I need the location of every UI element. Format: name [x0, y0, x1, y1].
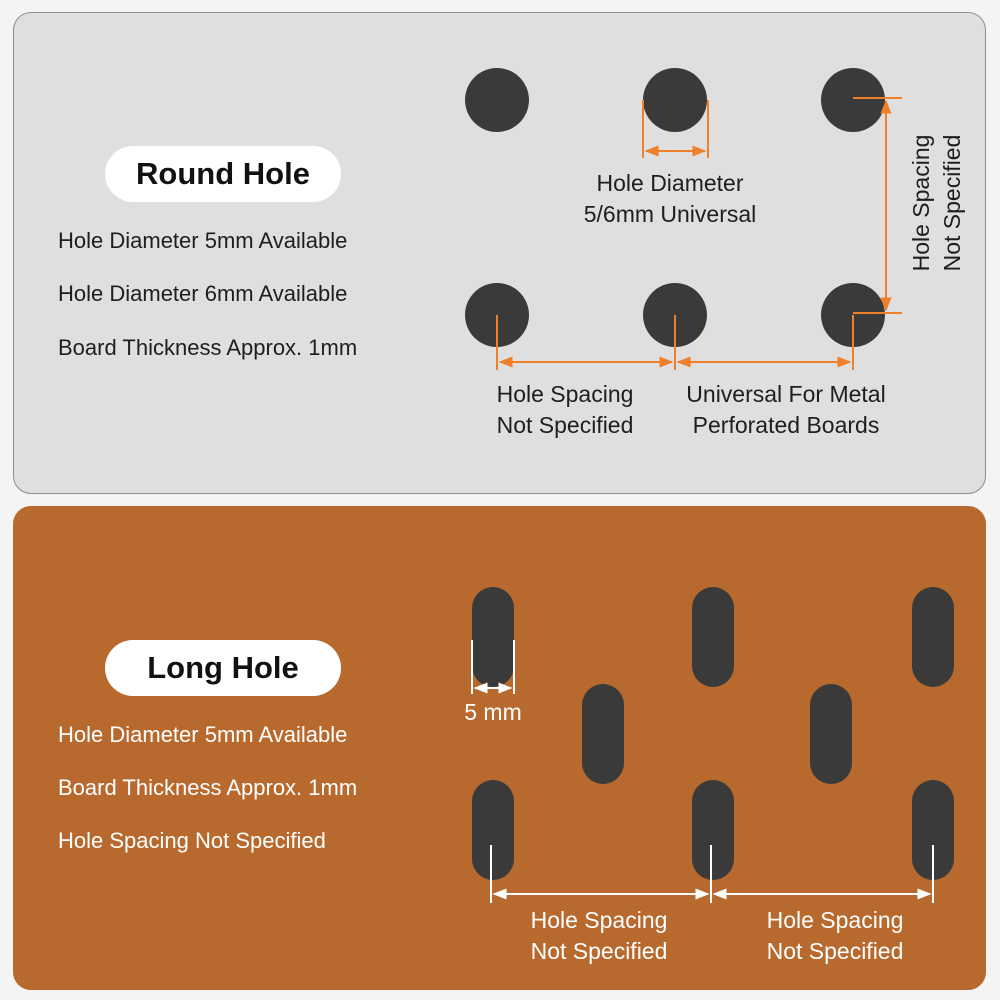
- long-hole: [912, 780, 954, 880]
- round-spec-3: Board Thickness Approx. 1mm: [58, 335, 358, 360]
- long-hole: [692, 780, 734, 880]
- long-hole: [472, 780, 514, 880]
- diameter-annotation-line2: 5/6mm Universal: [583, 201, 757, 227]
- long-spacing-right-line1: Hole Spacing: [766, 907, 904, 933]
- long-hole: [472, 587, 514, 687]
- universal-annotation-line2: Perforated Boards: [692, 412, 880, 438]
- long-spacing-left-annotation: Hole Spacing Not Specified: [504, 905, 694, 967]
- horizontal-spacing-annotation-line2: Not Specified: [496, 412, 634, 438]
- diameter-annotation: Hole Diameter 5/6mm Universal: [560, 168, 780, 230]
- horizontal-spacing-dimension-line: [496, 315, 854, 370]
- long-hole: [582, 684, 624, 784]
- horizontal-spacing-annotation: Hole Spacing Not Specified: [470, 379, 660, 441]
- long-spacing-right-line2: Not Specified: [766, 938, 904, 964]
- long-hole-title: Long Hole: [105, 640, 341, 696]
- round-spec-1: Hole Diameter 5mm Available: [58, 228, 348, 253]
- round-hole: [821, 68, 885, 132]
- long-spec-3: Hole Spacing Not Specified: [58, 828, 326, 853]
- long-spacing-left-line2: Not Specified: [530, 938, 668, 964]
- round-hole: [643, 68, 707, 132]
- long-hole: [692, 587, 734, 687]
- width-dimension-line: [471, 640, 515, 694]
- universal-annotation-line1: Universal For Metal: [686, 381, 886, 407]
- round-spec-2: Hole Diameter 6mm Available: [58, 281, 348, 306]
- long-spacing-dimension-line: [490, 845, 934, 903]
- diameter-annotation-line1: Hole Diameter: [596, 170, 744, 196]
- long-hole: [912, 587, 954, 687]
- vertical-spacing-dimension-line: [853, 97, 902, 314]
- long-spacing-left-line1: Hole Spacing: [530, 907, 668, 933]
- long-spacing-right-annotation: Hole Spacing Not Specified: [740, 905, 930, 967]
- horizontal-spacing-annotation-line1: Hole Spacing: [496, 381, 634, 407]
- long-spec-1: Hole Diameter 5mm Available: [58, 722, 348, 747]
- diameter-dimension-line: [642, 100, 709, 158]
- round-hole-title-text: Round Hole: [136, 156, 310, 191]
- universal-annotation: Universal For Metal Perforated Boards: [666, 379, 906, 441]
- round-hole: [465, 68, 529, 132]
- long-hole-title-text: Long Hole: [147, 650, 299, 685]
- long-spec-2: Board Thickness Approx. 1mm: [58, 775, 358, 800]
- round-hole-title: Round Hole: [105, 146, 341, 202]
- long-hole: [810, 684, 852, 784]
- width-annotation: 5 mm: [464, 699, 522, 725]
